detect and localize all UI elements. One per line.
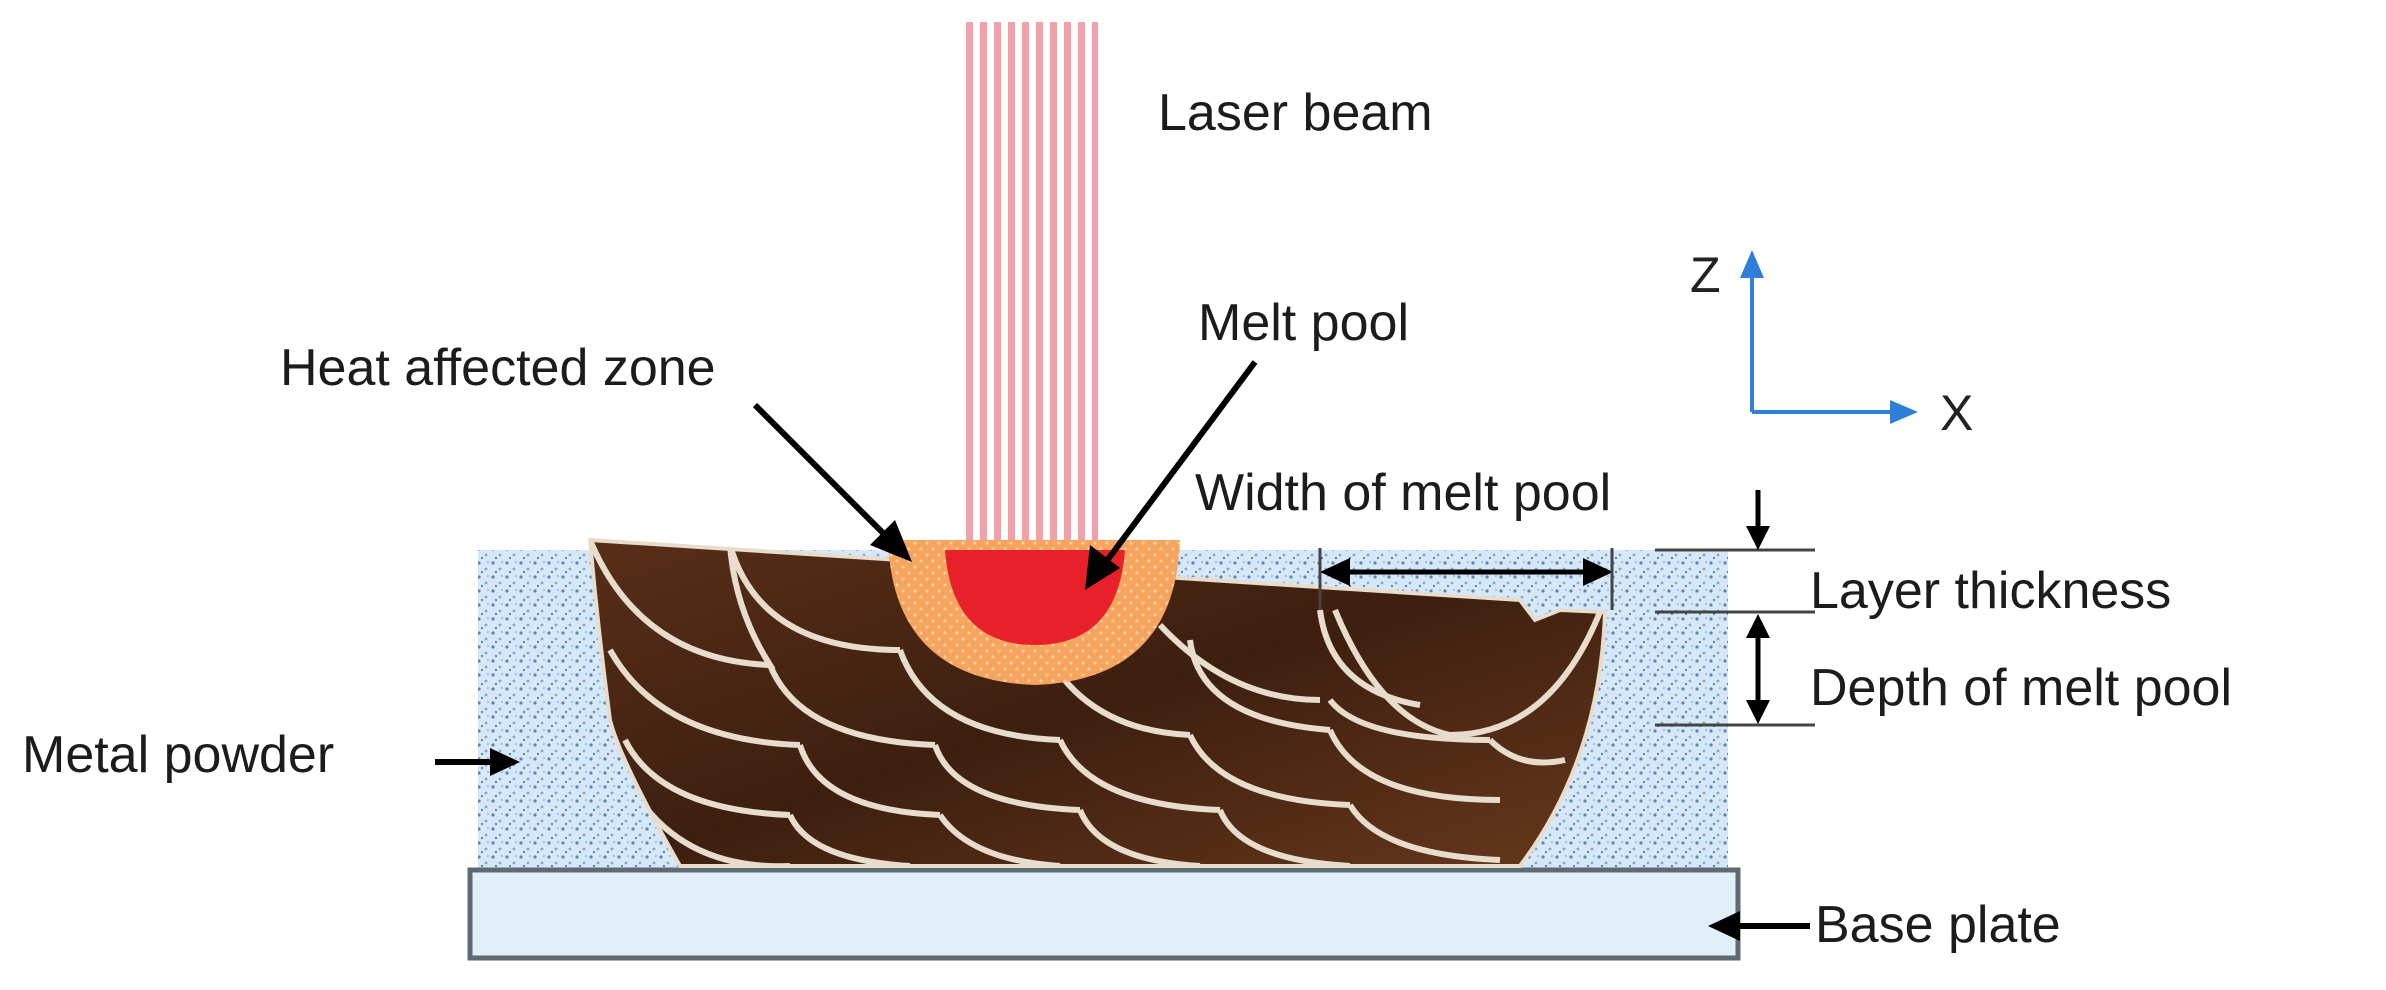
melt-pool [945,550,1125,645]
laser-beam-label: Laser beam [1158,84,1433,142]
width-of-melt-pool-label: Width of melt pool [1195,464,1611,522]
width-dimension [1318,548,1614,610]
melt-pool-label: Melt pool [1198,294,1409,352]
base-plate-arrow [1708,911,1810,941]
coordinate-axes: Z X [1690,247,1973,441]
x-axis-label: X [1940,385,1973,441]
melt-pool-arrow [1085,360,1258,590]
thickness-depth-dimension [1655,490,1815,727]
base-plate [467,867,1741,961]
z-axis-label: Z [1690,247,1721,303]
metal-powder-label: Metal powder [22,726,334,784]
laser-beam [966,22,1098,562]
base-plate-label: Base plate [1815,896,2061,954]
layer-thickness-label: Layer thickness [1810,562,2171,620]
heat-affected-zone-label: Heat affected zone [280,339,716,397]
depth-of-melt-pool-label: Depth of melt pool [1810,659,2232,717]
metal-powder-arrow [435,748,520,776]
heat-affected-zone-arrow [752,402,912,562]
